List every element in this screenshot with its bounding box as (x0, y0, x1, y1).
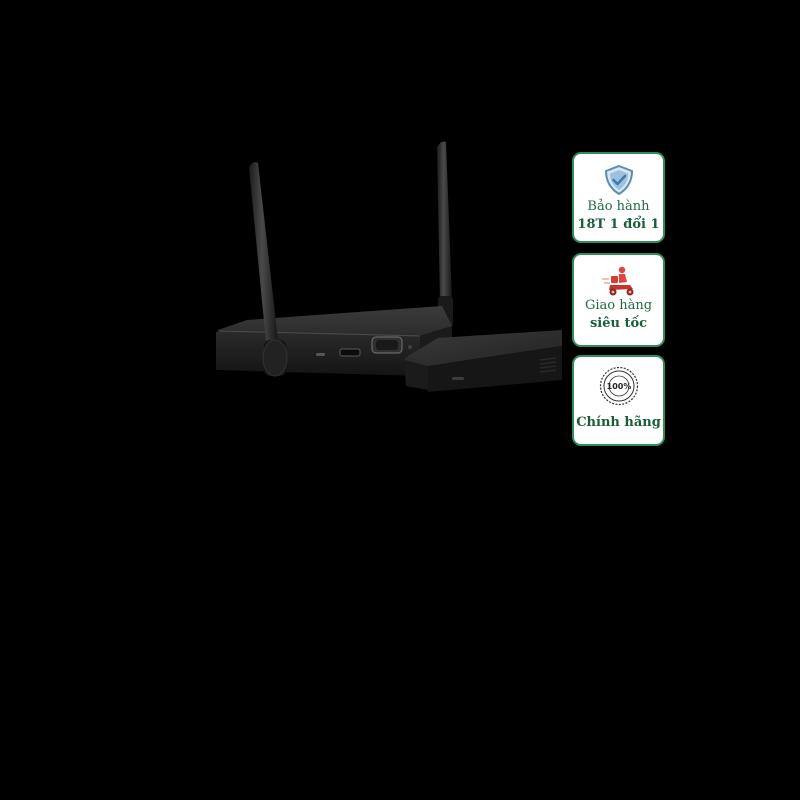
warranty-terms: 18T 1 đổi 1 (577, 217, 660, 232)
quality-seal-icon: 100% (599, 366, 638, 406)
delivery-label: Giao hàng (584, 298, 653, 313)
shield-check-icon (604, 164, 633, 196)
hdmi-port (339, 348, 361, 357)
vga-port (371, 336, 403, 354)
seal-percent: 100% (606, 382, 631, 391)
rear-antenna (437, 141, 453, 328)
genuine-badge: 100% Chính hãng (572, 355, 665, 446)
receiver-device (404, 330, 562, 392)
delivery-badge: Giao hàng siêu tốc (572, 253, 665, 347)
warranty-label: Bảo hành (587, 199, 650, 214)
genuine-label: Chính hãng (576, 415, 661, 430)
delivery-scooter-icon (601, 266, 633, 296)
front-antenna (249, 162, 288, 377)
delivery-speed: siêu tốc (589, 316, 648, 331)
usb-c-port (316, 353, 325, 356)
transmitter-device (216, 141, 453, 377)
warranty-badge: Bảo hành 18T 1 đổi 1 (572, 152, 665, 243)
